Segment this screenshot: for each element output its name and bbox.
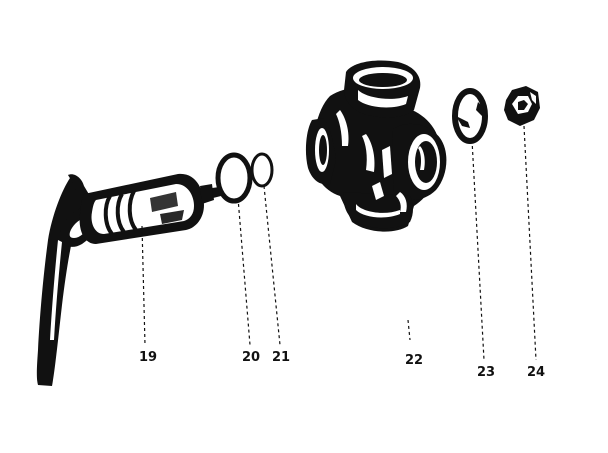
callout-19: 19 — [139, 350, 157, 365]
leader-line-21 — [263, 185, 281, 346]
leader-line-19 — [141, 225, 146, 346]
part-20-washer — [215, 152, 253, 204]
leader-lines — [141, 125, 537, 361]
part-24-hex-nut — [504, 86, 540, 126]
leader-line-20 — [237, 197, 251, 346]
part-23-flat-washer — [452, 88, 488, 144]
callout-24: 24 — [527, 365, 545, 380]
callout-20: 20 — [242, 350, 260, 365]
part-19-plug-with-handle — [36, 173, 221, 386]
leader-line-22 — [407, 319, 411, 341]
leader-line-24 — [523, 125, 537, 361]
leader-line-23 — [471, 139, 485, 361]
callout-23: 23 — [477, 365, 495, 380]
callout-21: 21 — [272, 350, 290, 365]
part-21-o-ring — [250, 152, 274, 188]
part-22-valve-body — [305, 60, 447, 232]
callout-22: 22 — [405, 353, 423, 368]
callout-labels: 19 20 21 22 23 24 — [139, 350, 545, 380]
